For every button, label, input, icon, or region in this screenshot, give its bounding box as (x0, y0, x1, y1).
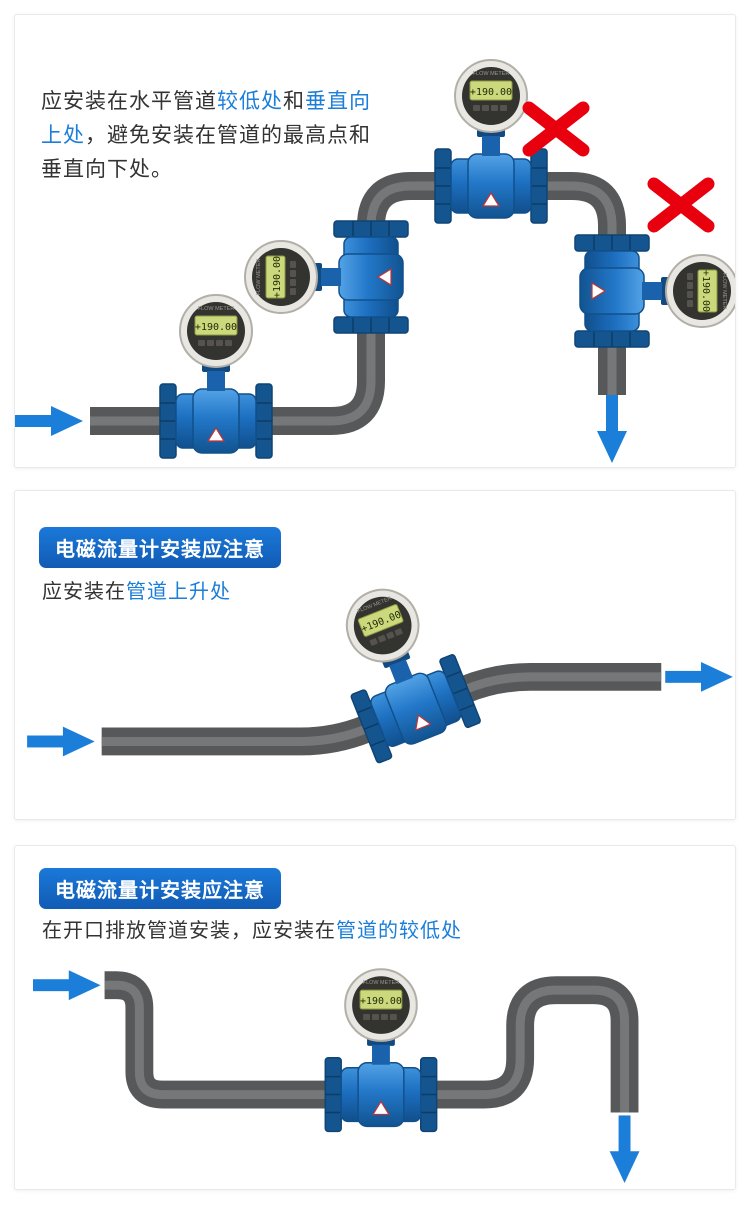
flow-arrow-in (32, 970, 101, 1001)
panel-rising-pipe-install: 电磁流量计安装应注意 应安装在管道上升处 (14, 490, 736, 820)
text-segment: 和 (283, 90, 305, 113)
caption-text: 在开口排放管道安装，应安装在管道的较低处 (42, 914, 462, 943)
pipe-highlight (104, 980, 630, 1113)
flowmeter-wrong-vertical-down (574, 234, 735, 348)
diagram-u-pipe (32, 968, 640, 1184)
instruction-text: 应安装在水平管道较低处和垂直向上处，避免安装在管道的最高点和垂直向下处。 (41, 85, 377, 187)
flow-arrow-in (15, 406, 83, 436)
pipe-highlight (90, 181, 617, 426)
text-segment-highlight: 管道的较低处 (336, 920, 462, 942)
text-segment: 应安装在水平管道 (41, 90, 217, 113)
text-segment-highlight: 管道上升处 (126, 581, 231, 603)
red-x-icon (654, 184, 708, 226)
text-segment: 应安装在 (42, 581, 126, 603)
text-segment: ，避免安装在管道的最高点和垂直向下处。 (41, 124, 371, 182)
flowmeter-at-low-point (324, 968, 438, 1133)
flow-arrow-out-down (597, 395, 627, 463)
flow-arrow-out-down (609, 1115, 640, 1184)
flowmeter-correct-vertical-up (244, 220, 409, 334)
diagram-incline-pipe (27, 570, 733, 765)
text-segment-highlight: 垂直向上处 (41, 90, 371, 148)
notice-badge: 电磁流量计安装应注意 (39, 527, 281, 568)
notice-badge: 电磁流量计安装应注意 (39, 868, 281, 909)
panel-horizontal-vertical-install: 应安装在水平管道较低处和垂直向上处，避免安装在管道的最高点和垂直向下处。 (14, 14, 736, 468)
flow-arrow-in (27, 726, 95, 757)
diagram-pipe-run (15, 59, 735, 463)
panel-open-discharge-install: 电磁流量计安装应注意 在开口排放管道安装，应安装在管道的较低处 (14, 845, 736, 1190)
flow-arrow-out (665, 661, 733, 692)
caption-text: 应安装在管道上升处 (42, 575, 231, 604)
red-x-icon (529, 108, 583, 150)
text-segment: 在开口排放管道安装，应安装在 (42, 920, 336, 942)
text-segment-highlight: 较低处 (217, 90, 283, 113)
flowmeter-correct-low-horizontal (159, 294, 273, 459)
